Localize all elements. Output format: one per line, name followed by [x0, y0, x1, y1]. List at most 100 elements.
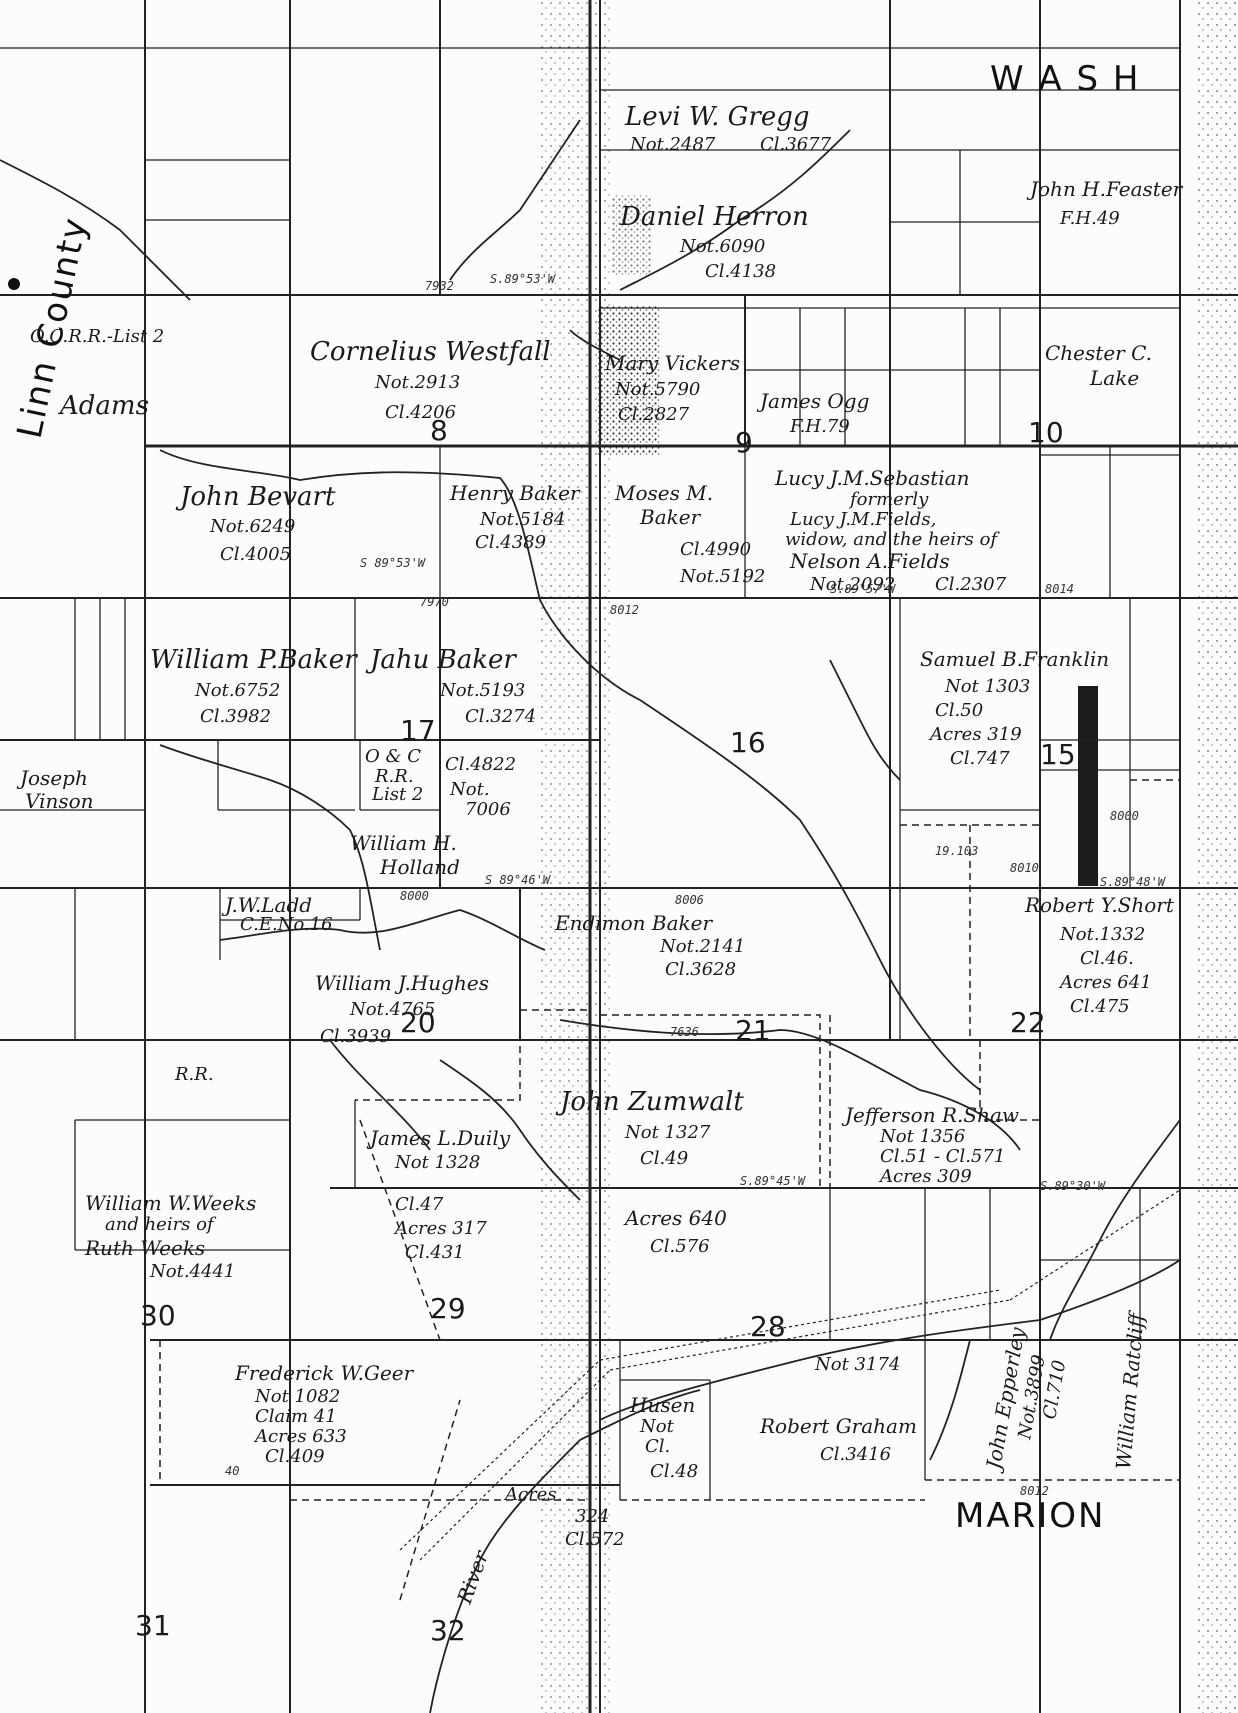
owner-info: Cl.2827 — [618, 404, 690, 425]
owner-name: Husen — [629, 1393, 695, 1417]
right-edge-texture — [1195, 0, 1238, 1713]
owner-name: James Ogg — [756, 389, 869, 413]
owner-info: R.R. — [374, 766, 414, 787]
owner-info: Lucy J.M.Fields, — [789, 509, 936, 530]
owner-info: Not.5184 — [479, 509, 565, 530]
section-number: 10 — [1028, 416, 1064, 449]
owner-info: Acres 309 — [878, 1166, 972, 1187]
owner-info: Cl.48 — [650, 1461, 698, 1482]
owner-name: Jefferson R.Shaw — [841, 1103, 1019, 1127]
parcel-lines — [0, 47, 1180, 1500]
owner-info: Cl.3677 — [760, 134, 832, 155]
owner-info: Cl.4005 — [220, 544, 291, 565]
owner-info: Cl.46. — [1080, 948, 1134, 969]
measure-label: 7970 — [420, 595, 449, 609]
owner-info: Acres 633 — [253, 1426, 347, 1447]
owner-name: Chester C. — [1045, 341, 1152, 365]
owner-info: Cl.3274 — [465, 706, 536, 727]
owner-name: Vinson — [25, 789, 94, 813]
measure-label: 8014 — [1045, 582, 1074, 596]
owner-info: Cl.3982 — [200, 706, 271, 727]
owner-info: Cl.475 — [1070, 996, 1130, 1017]
county-label-marion: MARION — [955, 1496, 1105, 1536]
section-number: 9 — [735, 426, 753, 459]
owner-name: Henry Baker — [449, 481, 581, 505]
owner-info: widow, and the heirs of — [785, 529, 1000, 550]
owner-info: Not 3174 — [814, 1354, 900, 1375]
owner-name: William P.Baker — [150, 645, 358, 675]
owner-info: Cl.4138 — [705, 261, 776, 282]
owner-info: Not 1356 — [879, 1126, 965, 1147]
owner-info: Cl.747 — [950, 748, 1010, 769]
measure-label: 19.103 — [935, 844, 978, 858]
owner-info: Not.6249 — [209, 516, 295, 537]
measure-label: 8012 — [610, 603, 639, 617]
measure-label: S.89°45'W — [740, 1174, 807, 1188]
owner-name: John Zumwalt — [555, 1087, 744, 1117]
measure-label: 8000 — [400, 889, 429, 903]
owner-name: Jahu Baker — [365, 645, 517, 675]
railroad-lines — [399, 1189, 1181, 1561]
owner-info: Not.6090 — [679, 236, 765, 257]
mary-vickers-shading — [598, 306, 660, 456]
owner-info: Cl.3628 — [665, 959, 736, 980]
section-number: 22 — [1010, 1006, 1046, 1039]
owner-info: Cl.4822 — [445, 754, 516, 775]
measure-label: 8012 — [1020, 1484, 1049, 1498]
franklin-dark-strip — [1078, 686, 1098, 886]
measure-label: 8000 — [1110, 809, 1139, 823]
owner-info: Acres 641 — [1058, 972, 1152, 993]
owner-info: List 2 — [371, 784, 423, 805]
section-number: 31 — [135, 1609, 171, 1642]
owner-name: Samuel B.Franklin — [920, 647, 1109, 671]
measure-label: 7636 — [670, 1025, 699, 1039]
section-number: 30 — [140, 1299, 176, 1332]
section-number: 29 — [430, 1292, 466, 1325]
owner-info: formerly — [848, 489, 929, 510]
owner-name: Frederick W.Geer — [234, 1361, 415, 1385]
owner-info: Cl.572 — [565, 1529, 625, 1550]
owner-name: Adams — [58, 391, 149, 421]
owner-info: Cl.50 — [935, 700, 983, 721]
owner-info: Cl.47 — [395, 1194, 444, 1215]
owner-name: Ruth Weeks — [84, 1236, 205, 1260]
owner-info: Not.5790 — [614, 379, 700, 400]
owner-info: Not 1327 — [624, 1122, 711, 1143]
owner-name: William H. — [350, 831, 457, 855]
owner-info: Cl.51 - Cl.571 — [880, 1146, 1005, 1167]
section-number: 20 — [400, 1006, 436, 1039]
owner-name: Robert Y.Short — [1024, 893, 1175, 917]
owner-name: Lucy J.M.Sebastian — [774, 466, 969, 490]
owner-info: Not 1082 — [254, 1386, 340, 1407]
owner-info: Not.4441 — [149, 1261, 235, 1282]
owner-info: Cl.4389 — [475, 532, 546, 553]
section-number: 16 — [730, 726, 766, 759]
measure-label: 40 — [225, 1464, 239, 1478]
owner-info: Acres 317 — [393, 1218, 487, 1239]
owner-info: Acres — [503, 1484, 557, 1505]
owner-name: William J.Hughes — [315, 971, 489, 995]
measure-label: S.89°57'W — [830, 582, 897, 596]
owner-info: Cl.4990 — [680, 539, 751, 560]
owner-info: 7006 — [465, 799, 511, 820]
owner-info: Not.4765 — [349, 999, 435, 1020]
county-label-wash: W A S H — [990, 59, 1140, 99]
owner-info: Claim 41 — [255, 1406, 337, 1427]
measure-label: 8006 — [675, 893, 704, 907]
measure-label: S.89°30'W — [1040, 1179, 1107, 1193]
owner-name: John Bevart — [175, 482, 336, 512]
owner-info: Not 1303 — [944, 676, 1030, 697]
owner-info: Not.5192 — [679, 566, 765, 587]
owner-info: Not.6752 — [194, 680, 280, 701]
owner-info: Not.2092 — [809, 574, 895, 595]
owner-info: Cl.3416 — [820, 1444, 891, 1465]
measure-label: S 89°46'W — [485, 873, 552, 887]
owner-info: Cl.2307 — [935, 574, 1007, 595]
owner-info: Not. — [449, 779, 490, 800]
creeks — [0, 119, 1181, 1713]
owner-info: Acres 640 — [623, 1206, 727, 1230]
owner-info: Not.5193 — [439, 680, 525, 701]
owner-info: O & C — [365, 746, 421, 767]
